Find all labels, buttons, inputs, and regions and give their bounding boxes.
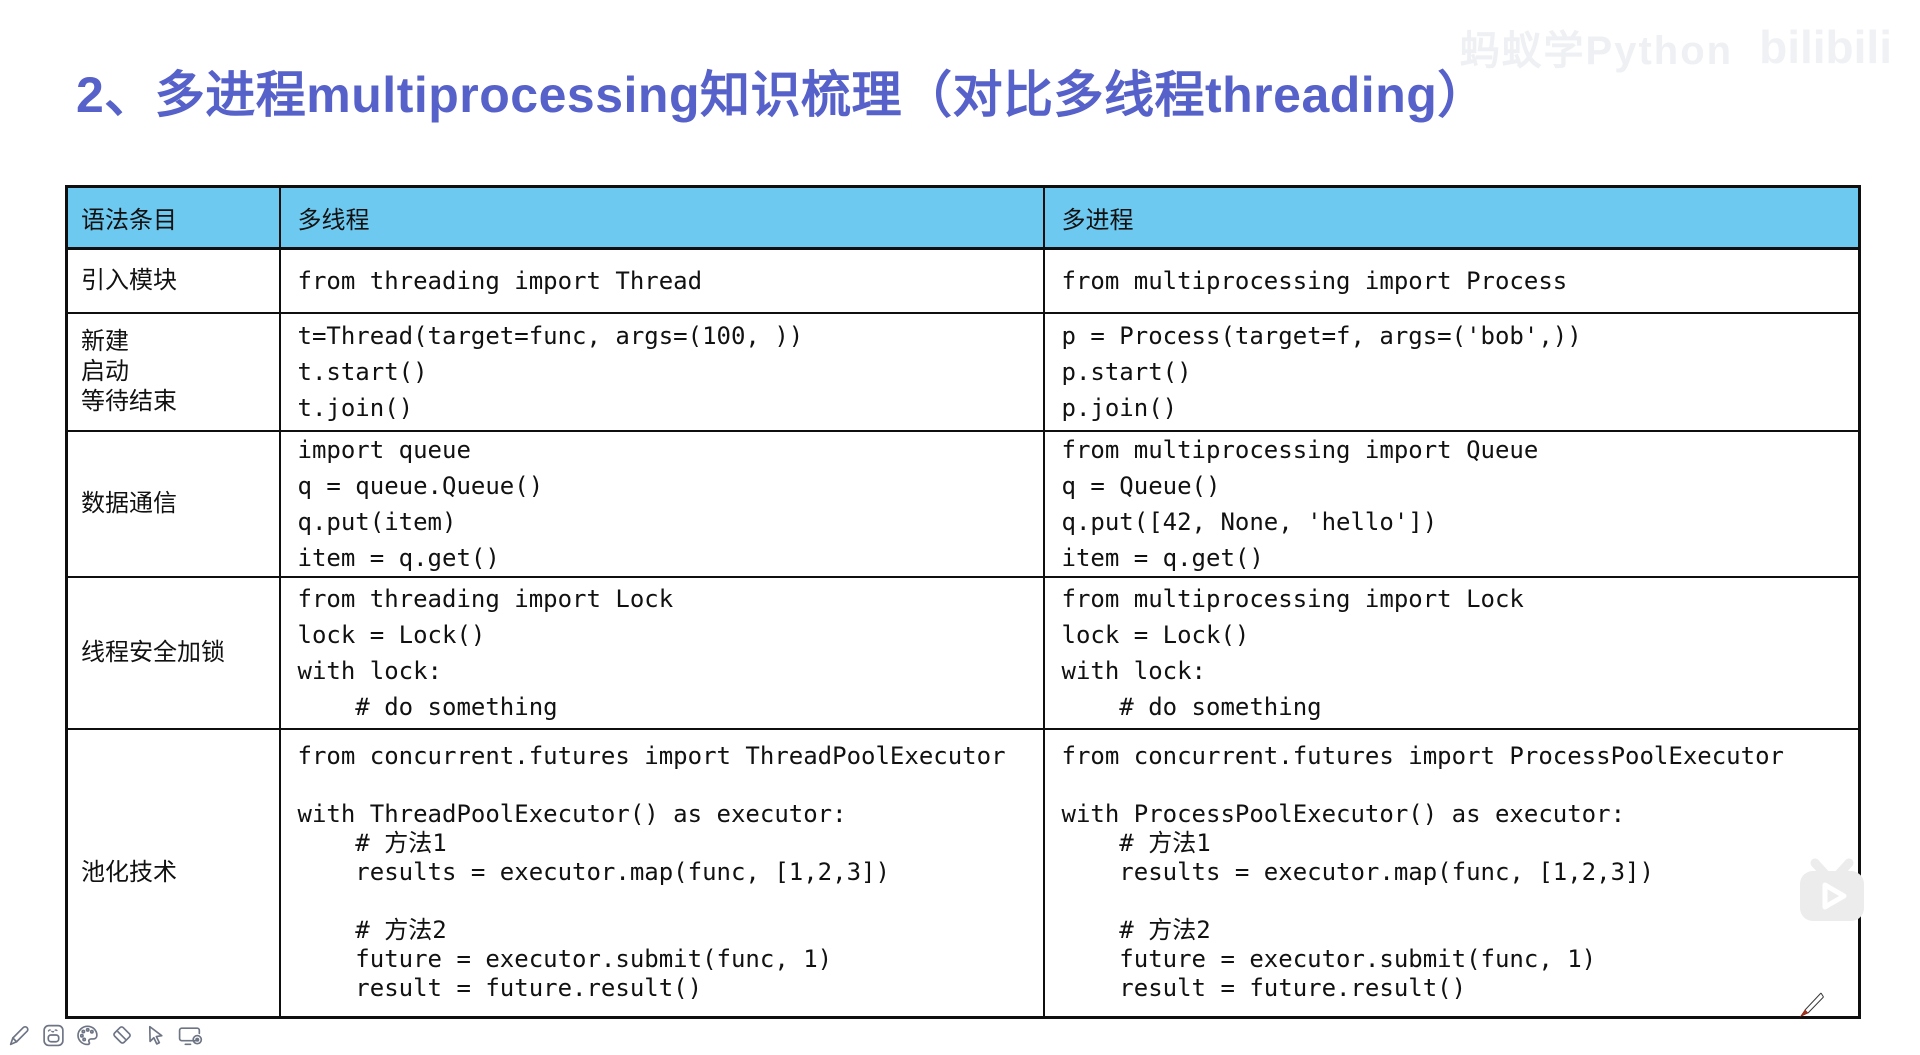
- process-code-cell: p = Process(target=f, args=('bob',)) p.s…: [1042, 311, 1861, 432]
- channel-watermark: 蚂蚁学Python: [1459, 29, 1734, 73]
- process-code-cell: from multiprocessing import Queue q = Qu…: [1042, 429, 1861, 578]
- table-row: 数据通信 import queue q = queue.Queue() q.pu…: [65, 429, 1861, 578]
- thread-code-cell: from threading import Thread: [278, 247, 1045, 314]
- palette-icon[interactable]: [75, 1023, 100, 1048]
- table-row: 线程安全加锁 from threading import Lock lock =…: [65, 575, 1861, 730]
- process-code-cell: from concurrent.futures import ProcessPo…: [1042, 727, 1861, 1019]
- row-label-cell: 数据通信: [65, 429, 281, 578]
- thread-code-cell: t=Thread(target=func, args=(100, )) t.st…: [278, 311, 1045, 432]
- row-label-cell: 池化技术: [65, 727, 281, 1019]
- thread-code-cell: from threading import Lock lock = Lock()…: [278, 575, 1045, 730]
- column-header-multithread: 多线程: [278, 185, 1045, 250]
- process-code-cell: from multiprocessing import Process: [1042, 247, 1861, 314]
- table-row: 引入模块 from threading import Thread from m…: [65, 247, 1861, 314]
- row-label-cell: 线程安全加锁: [65, 575, 281, 730]
- column-header-syntax-item: 语法条目: [65, 185, 281, 250]
- cursor-icon[interactable]: [143, 1023, 168, 1048]
- board-icon[interactable]: [41, 1023, 66, 1048]
- eraser-icon[interactable]: [109, 1023, 134, 1048]
- thread-code-cell: import queue q = queue.Queue() q.put(ite…: [278, 429, 1045, 578]
- annotation-toolbar: [7, 1023, 204, 1048]
- row-label-cell: 引入模块: [65, 247, 281, 314]
- play-button[interactable]: [1792, 856, 1872, 939]
- pen-icon[interactable]: [7, 1023, 32, 1048]
- table-row: 新建 启动 等待结束 t=Thread(target=func, args=(1…: [65, 311, 1861, 432]
- bilibili-logo: bilibili: [1759, 21, 1892, 73]
- table-row: 池化技术 from concurrent.futures import Thre…: [65, 727, 1861, 1019]
- screen-record-icon[interactable]: [177, 1023, 204, 1048]
- page-title: 2、多进程multiprocessing知识梳理（对比多线程threading）: [76, 67, 1488, 123]
- row-label-cell: 新建 启动 等待结束: [65, 311, 281, 432]
- header-row: 语法条目 多线程 多进程: [65, 185, 1861, 250]
- column-header-multiprocess: 多进程: [1042, 185, 1861, 250]
- comparison-table: 语法条目 多线程 多进程 引入模块 from threading import …: [65, 185, 1861, 1019]
- watermark: 蚂蚁学Python bilibili: [1460, 18, 1892, 76]
- thread-code-cell: from concurrent.futures import ThreadPoo…: [278, 727, 1045, 1019]
- process-code-cell: from multiprocessing import Lock lock = …: [1042, 575, 1861, 730]
